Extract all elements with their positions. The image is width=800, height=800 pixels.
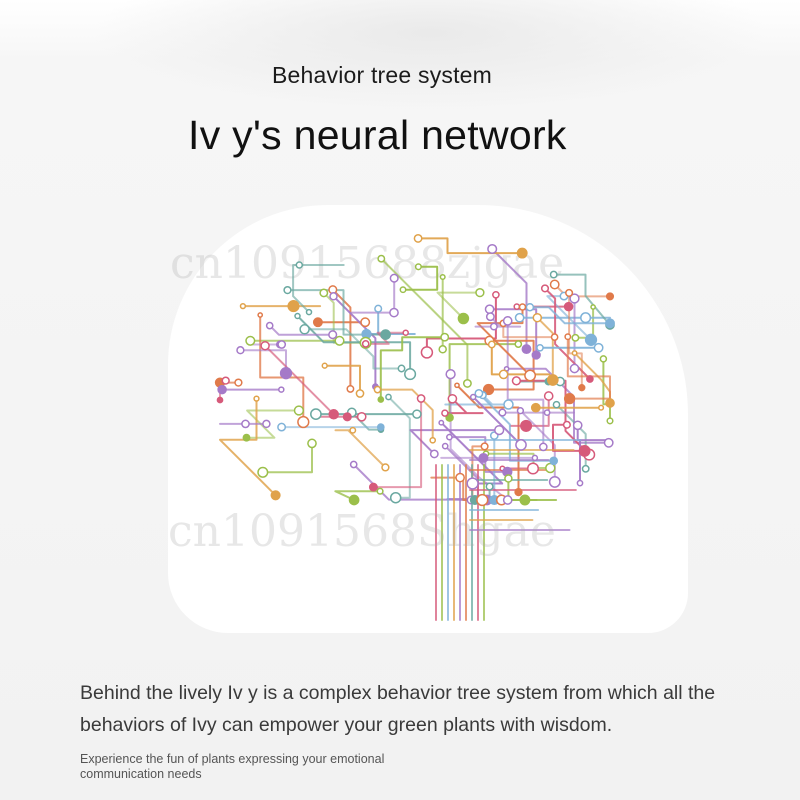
description-paragraph: Behind the lively Iv y is a complex beha… — [80, 682, 716, 736]
page-title: Iv y's neural network — [188, 112, 567, 158]
watermark-bottom: cn1091568Shgae — [168, 506, 556, 557]
header-smudge — [90, 0, 770, 110]
circuit-brain-icon — [214, 233, 615, 621]
watermark-top: cn10915688zjgae — [170, 238, 565, 289]
caption-text: Experience the fun of plants expressing … — [80, 752, 385, 781]
page-subtitle: Behavior tree system — [272, 62, 493, 88]
